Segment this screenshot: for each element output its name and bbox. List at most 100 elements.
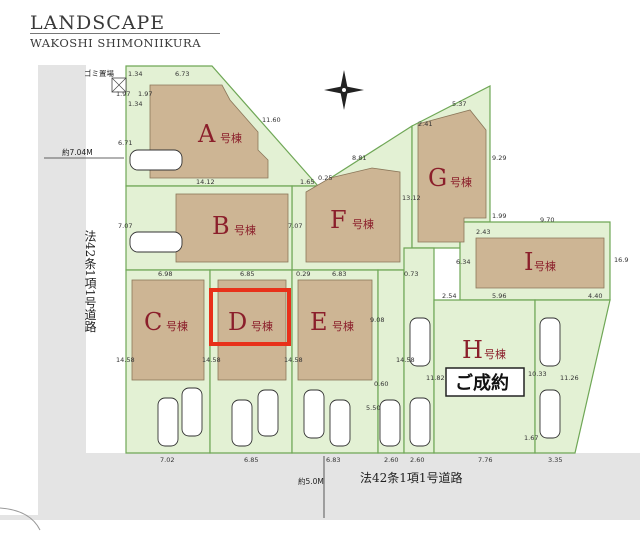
car-f: [379, 399, 401, 447]
dim-1: 1.34: [128, 70, 142, 78]
dim-46: 2.60: [410, 456, 424, 464]
dim-9: 1.65: [300, 178, 314, 186]
dim-12: 2.41: [418, 120, 432, 128]
garbage-label: ゴミ置場: [84, 68, 114, 78]
dim-5: 1.34: [128, 100, 142, 108]
dim-36: 11.82: [426, 374, 445, 382]
dim-35: 14.58: [396, 356, 415, 364]
dim-10: 0.25: [318, 174, 332, 182]
unit-c-letter: C: [144, 308, 162, 336]
unit-h-letter: H: [462, 336, 483, 364]
compass-rose: [324, 70, 364, 110]
south-road: [86, 453, 640, 521]
dim-43: 6.85: [244, 456, 258, 464]
dim-16: 7.07: [118, 222, 132, 230]
unit-g-suffix: 号棟: [450, 175, 472, 189]
building-g: [417, 109, 487, 243]
dim-20: 2.43: [476, 228, 490, 236]
south-road-edge: [0, 520, 640, 559]
dim-42: 7.02: [160, 456, 174, 464]
dim-40: 5.50: [366, 404, 380, 412]
dim-15: 13.12: [402, 194, 421, 202]
building-e: [297, 279, 373, 381]
dim-44: 6.83: [326, 456, 340, 464]
unit-a-suffix: 号棟: [220, 131, 242, 145]
dim-24: 6.85: [240, 270, 254, 278]
car-e1: [303, 389, 325, 439]
unit-i-letter: I: [524, 248, 533, 276]
dim-37: 10.33: [528, 370, 547, 378]
dim-17: 7.07: [288, 222, 302, 230]
highlight-unit-d: [209, 288, 291, 346]
dim-11: 8.81: [352, 154, 366, 162]
building-i: [475, 237, 605, 289]
dim-3: 1.97: [116, 90, 130, 98]
car-d2: [257, 389, 279, 437]
unit-labels: A 号棟 B 号棟 C 号棟 D 号棟 E 号棟 F 号棟 G 号棟 H 号棟 …: [144, 120, 556, 364]
building-b: [175, 193, 289, 263]
title-underline: [30, 33, 220, 34]
car-g2: [409, 397, 431, 447]
compass-center: [342, 88, 346, 92]
unit-e-letter: E: [310, 308, 328, 336]
dim-25: 0.29: [296, 270, 310, 278]
dim-29: 5.96: [492, 292, 506, 300]
dim-7: 6.71: [118, 139, 132, 147]
unit-h-suffix: 号棟: [484, 347, 506, 361]
corner-curve: [0, 507, 41, 531]
garbage-x2: [111, 77, 127, 93]
dim-18: 1.99: [492, 212, 506, 220]
page-subtitle: WAKOSHI SHIMONIIKURA: [30, 36, 202, 50]
dim-13: 5.37: [452, 100, 466, 108]
dim-45: 2.60: [384, 456, 398, 464]
parking-cars: [129, 149, 561, 447]
road-corner: [0, 515, 86, 520]
dim-21: 6.34: [456, 258, 470, 266]
south-road-label: 法42条1項1号道路: [360, 470, 463, 485]
dim-31: 14.58: [116, 356, 135, 364]
car-c2: [181, 387, 203, 437]
dim-41: 1.67: [524, 434, 538, 442]
dim-38: 11.26: [560, 374, 579, 382]
unit-c-suffix: 号棟: [166, 319, 188, 333]
west-road-label-text: 法42条1項1号道路: [83, 230, 97, 334]
sold-badge-box: [445, 367, 525, 397]
building-c: [131, 279, 205, 381]
dim-22: 16.9: [614, 256, 628, 264]
car-h1: [539, 317, 561, 367]
dim-6: 11.60: [262, 116, 281, 124]
dim-33: 14.58: [284, 356, 303, 364]
unit-f-letter: F: [330, 206, 347, 234]
car-b: [129, 231, 183, 253]
car-h2: [539, 389, 561, 439]
sold-badge-text: ご成約: [455, 372, 509, 394]
dim-8: 14.12: [196, 178, 215, 186]
dim-27: 0.73: [404, 270, 418, 278]
unit-b-letter: B: [212, 212, 230, 240]
car-e2: [329, 399, 351, 447]
south-road-width: 約5.0M: [298, 476, 324, 486]
dim-34: 9.08: [370, 316, 384, 324]
car-a: [129, 149, 183, 171]
unit-b-suffix: 号棟: [234, 223, 256, 237]
car-g1: [409, 317, 431, 367]
car-d1: [231, 399, 253, 447]
dim-32: 14.58: [202, 356, 221, 364]
unit-d-letter: D: [228, 308, 247, 336]
dim-26: 6.83: [332, 270, 346, 278]
unit-a-letter: A: [197, 120, 216, 148]
dim-23: 6.98: [158, 270, 172, 278]
dimension-labels: 1.34 6.73 1.97 1.97 1.34 11.60 6.71 14.1…: [116, 70, 628, 464]
unit-f-suffix: 号棟: [352, 217, 374, 231]
page-title: LANDSCAPE: [30, 12, 166, 34]
dim-2: 6.73: [175, 70, 189, 78]
building-f: [305, 167, 401, 263]
west-road: [38, 65, 86, 515]
dim-4: 1.97: [138, 90, 152, 98]
unit-d-suffix: 号棟: [251, 319, 273, 333]
car-c1: [157, 397, 179, 447]
dim-14: 9.29: [492, 154, 506, 162]
unit-i-suffix: 号棟: [534, 259, 556, 273]
west-road-width: 約7.04M: [62, 147, 93, 157]
